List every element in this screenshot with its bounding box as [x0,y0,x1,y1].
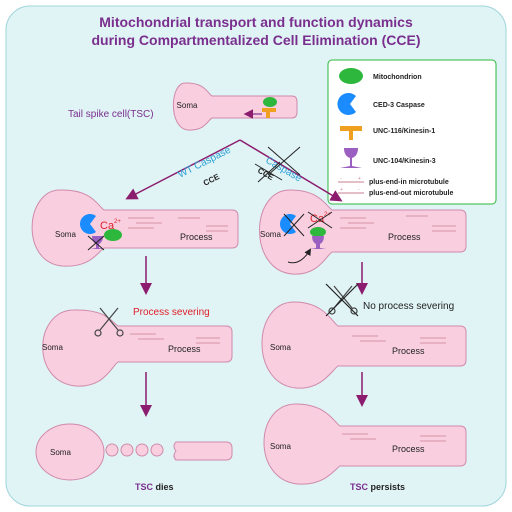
soma-label-mut1: Soma [260,230,281,239]
svg-text:+: + [358,176,361,182]
process-label-wt1: Process [180,232,213,242]
legend-plus-in: plus-end-in microtubule [369,179,449,186]
fragment-2 [120,443,134,457]
legend-unc116: UNC-116/Kinesin-1 [373,128,435,135]
mutant-cell-stage1: Soma Process Ca 2+ [259,189,467,275]
tsc-top-cell: Soma [172,82,298,131]
microtubules-wt2 [130,333,220,344]
mutant-cell-stage2: Soma Process [261,283,467,389]
mitochondrion-wt [104,229,122,241]
anterograde-arrow-mut [287,248,312,264]
legend-ced3: CED-3 Caspase [373,102,425,109]
process-label-mut2: Process [392,346,425,356]
wt-branch-arrow [125,139,241,200]
soma-label-wt1: Soma [55,230,76,239]
tsc-dies-label: TSC dies [135,482,174,492]
svg-text:-: - [358,187,360,193]
legend-unc104: UNC-104/Kinesin-3 [373,158,436,165]
mutant-cell-stage3: Soma Process [263,403,467,485]
cce-cross-2 [257,161,281,183]
process-label-mut1: Process [388,232,421,242]
process-severing-label: Process severing [133,307,210,318]
wt-cell-stage2: Soma Process [42,307,233,387]
soma-label-top: Soma [177,101,198,110]
caspase-icon-wt [80,214,96,234]
title-line2: during Compartmentalized Cell Eliminatio… [91,32,420,48]
fragment-4 [150,443,164,457]
soma-label-mut2: Soma [270,343,291,352]
process-label-wt2: Process [168,344,201,354]
title-line1: Mitochondrial transport and function dyn… [99,14,413,30]
microtubules-mut1 [340,215,456,232]
svg-text:+: + [340,187,343,193]
scissors-icon-mut [325,283,359,317]
no-process-severing-label: No process severing [363,301,454,312]
process-label-mut3: Process [392,444,425,454]
wt-cell-stage1: Soma Process Ca 2+ [31,189,239,267]
soma-label-mut3: Soma [270,442,291,451]
calcium-label-wt: Ca [100,220,115,232]
legend: Mitochondrion CED-3 Caspase UNC-116/Kine… [327,59,497,205]
wt-cell-stage3: Soma [35,423,233,481]
fragment-3 [135,443,149,457]
fragment-1 [105,443,119,457]
svg-text:-: - [340,176,342,182]
tsc-label: Tail spike cell(TSC) [68,109,154,120]
kinesin-3-legend-icon [340,148,362,168]
legend-mitochondrion: Mitochondrion [373,74,422,81]
fragment-5 [173,441,233,461]
legend-plus-out: plus-end-out microtubule [369,190,453,197]
microtubules-wt1 [128,217,228,232]
caspase-icon-mut [280,214,296,235]
kinesin-1-legend-icon [340,126,362,140]
tsc-persists-label: TSC persists [350,482,405,492]
calcium-sup-wt: 2+ [114,219,121,225]
kinesin-1-icon [262,108,276,118]
microtubules-mut3 [342,433,446,442]
kinesin-3-mut [310,236,326,249]
mitochondrion-icon [263,97,277,107]
mutant-branch-arrow [239,139,343,202]
microtubules-mut2 [352,335,446,344]
soma-label-wt3: Soma [50,448,71,457]
scissors-icon-wt [94,307,124,337]
mitochondrion-mut [310,227,326,237]
caspase-cross-2 [267,146,301,176]
soma-label-wt2: Soma [42,343,63,352]
mitochondrion-legend-icon [339,68,363,84]
caspase-legend-icon [337,93,356,115]
